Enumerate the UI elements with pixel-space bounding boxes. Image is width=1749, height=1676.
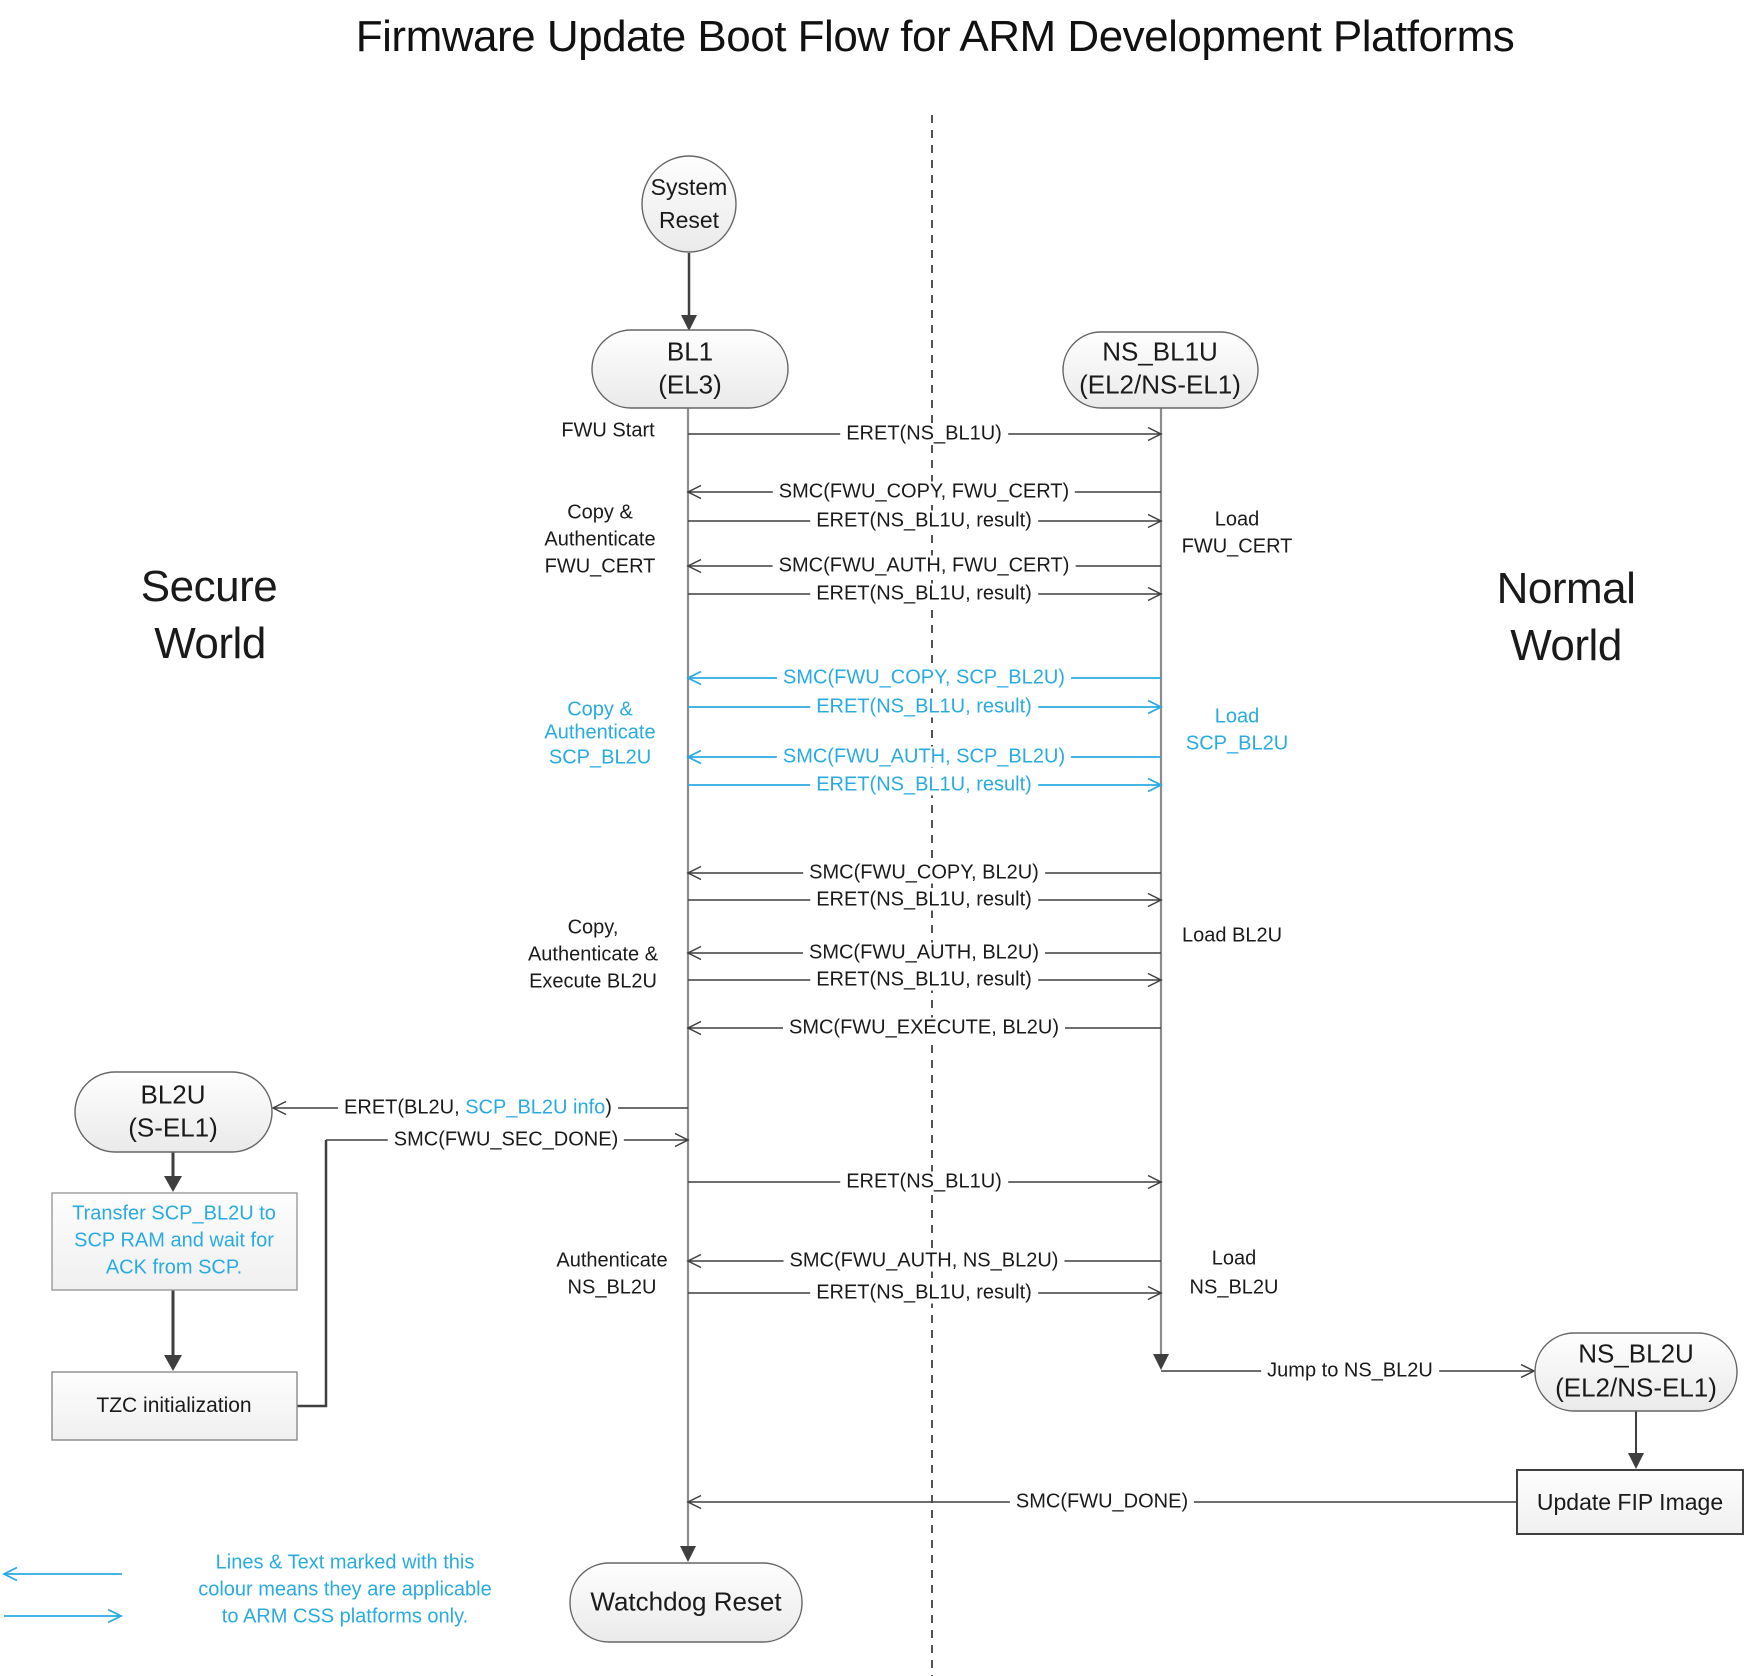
- load-ns-bl2u-line1: Load: [1211, 1247, 1257, 1270]
- ns-bl1u-node: [1062, 331, 1259, 409]
- bl1-label-line1: BL1: [666, 336, 714, 367]
- legend-line3: to ARM CSS platforms only.: [221, 1605, 469, 1628]
- ns-bl1u-label-line1: NS_BL1U: [1102, 336, 1218, 367]
- copy-auth-exec-bl2u-line2: Authenticate &: [527, 943, 659, 966]
- tzc-to-smc-connector: [297, 1140, 328, 1408]
- auth-ns-bl2u-line2: NS_BL2U: [567, 1276, 657, 1299]
- msg-smc-auth-fwu-cert: SMC(FWU_AUTH, FWU_CERT): [772, 555, 1076, 577]
- secure-world-label-line2: World: [154, 618, 266, 668]
- bl1-lifeline-arrowhead: [680, 1546, 696, 1562]
- msg-smc-execute-bl2u: SMC(FWU_EXECUTE, BL2U): [782, 1017, 1066, 1039]
- bl1-node: [591, 329, 789, 409]
- bl2u-to-transfer-arrowhead: [164, 1176, 182, 1192]
- transfer-scp-box: [51, 1192, 298, 1291]
- msg-eret-result-4: ERET(NS_BL1U, result): [810, 774, 1038, 796]
- legend-line1: Lines & Text marked with this: [215, 1551, 475, 1574]
- auth-ns-bl2u-line1: Authenticate: [556, 1249, 668, 1272]
- load-fwu-cert-line1: Load: [1214, 508, 1260, 531]
- copy-auth-fwu-cert-line2: Authenticate: [544, 528, 656, 551]
- normal-world-label-line1: Normal: [1496, 563, 1636, 613]
- load-fwu-cert-line2: FWU_CERT: [1181, 535, 1293, 558]
- msg-eret-result-6: ERET(NS_BL1U, result): [810, 969, 1038, 991]
- msg-smc-sec-done: SMC(FWU_SEC_DONE): [387, 1129, 625, 1151]
- msg-eret-ns-bl1u-2: ERET(NS_BL1U): [840, 1171, 1008, 1193]
- legend-line2: colour means they are applicable: [198, 1578, 492, 1601]
- load-scp-bl2u-line2: SCP_BL2U: [1185, 732, 1289, 755]
- ns-bl2u-node: [1534, 1332, 1738, 1412]
- bl2u-label-line1: BL2U: [140, 1079, 206, 1110]
- copy-auth-exec-bl2u-line3: Execute BL2U: [529, 970, 657, 993]
- copy-auth-exec-bl2u-line1: Copy,: [567, 916, 619, 939]
- bl2u-node: [74, 1071, 273, 1153]
- msg-smc-fwu-done: SMC(FWU_DONE): [1009, 1491, 1195, 1513]
- msg-eret-result-7: ERET(NS_BL1U, result): [810, 1282, 1038, 1304]
- ns-bl1u-label-line2: (EL2/NS-EL1): [1079, 369, 1241, 400]
- msg-smc-auth-ns-bl2u: SMC(FWU_AUTH, NS_BL2U): [783, 1250, 1065, 1272]
- msg-smc-copy-bl2u: SMC(FWU_COPY, BL2U): [803, 862, 1045, 884]
- watchdog-reset-node: [569, 1562, 803, 1643]
- load-bl2u-label: Load BL2U: [1181, 924, 1283, 947]
- secure-world-label-line1: Secure: [140, 561, 278, 611]
- watchdog-reset-label: Watchdog Reset: [590, 1586, 782, 1617]
- msg-smc-copy-scp-bl2u: SMC(FWU_COPY, SCP_BL2U): [777, 667, 1071, 689]
- msg-eret-ns-bl1u-1: ERET(NS_BL1U): [840, 423, 1008, 445]
- load-scp-bl2u-line1: Load: [1214, 705, 1260, 728]
- transfer-scp-label-line2: SCP RAM and wait for: [74, 1229, 274, 1252]
- bl1-label-line2: (EL3): [658, 369, 722, 400]
- msg-eret-bl2u-suffix: ): [605, 1096, 612, 1119]
- transfer-to-tzc-arrowhead: [164, 1355, 182, 1371]
- msg-eret-result-3: ERET(NS_BL1U, result): [810, 696, 1038, 718]
- diagram-title: Firmware Update Boot Flow for ARM Develo…: [355, 11, 1515, 61]
- copy-auth-scp-bl2u-line1: Copy &: [567, 698, 633, 721]
- update-fip-box: [1516, 1469, 1744, 1535]
- tzc-init-label: TZC initialization: [96, 1393, 252, 1417]
- msg-eret-result-5: ERET(NS_BL1U, result): [810, 889, 1038, 911]
- system-reset-node: [641, 155, 737, 253]
- system-reset-label-line2: Reset: [658, 206, 720, 233]
- ns-bl2u-to-update-fip-arrowhead: [1628, 1453, 1644, 1469]
- transfer-scp-label-line1: Transfer SCP_BL2U to: [72, 1202, 276, 1225]
- copy-auth-scp-bl2u-line2: Authenticate: [544, 721, 656, 744]
- bl2u-label-line2: (S-EL1): [128, 1112, 218, 1143]
- copy-auth-scp-bl2u-line3: SCP_BL2U: [548, 746, 652, 769]
- ns-bl2u-label-line2: (EL2/NS-EL1): [1555, 1372, 1717, 1403]
- load-ns-bl2u-line2: NS_BL2U: [1189, 1276, 1279, 1299]
- msg-smc-copy-fwu-cert: SMC(FWU_COPY, FWU_CERT): [772, 481, 1076, 503]
- msg-eret-result-2: ERET(NS_BL1U, result): [810, 583, 1038, 605]
- copy-auth-fwu-cert-line1: Copy &: [567, 501, 633, 524]
- msg-eret-bl2u-scp-info: SCP_BL2U info: [465, 1096, 606, 1119]
- fwu-start-label: FWU Start: [561, 419, 655, 442]
- msg-smc-auth-bl2u: SMC(FWU_AUTH, BL2U): [802, 942, 1046, 964]
- ns-bl1u-lifeline-arrowhead: [1153, 1354, 1169, 1370]
- system-reset-label-line1: System: [650, 173, 728, 200]
- msg-eret-bl2u: ERET(BL2U, SCP_BL2U info): [338, 1096, 618, 1119]
- transfer-scp-label-line3: ACK from SCP.: [105, 1256, 243, 1279]
- normal-world-label-line2: World: [1510, 620, 1622, 670]
- update-fip-label: Update FIP Image: [1536, 1488, 1724, 1515]
- tzc-init-box: [51, 1371, 298, 1441]
- msg-jump-to-ns-bl2u: Jump to NS_BL2U: [1261, 1360, 1439, 1382]
- system-reset-arrowhead: [681, 315, 697, 331]
- msg-smc-auth-scp-bl2u: SMC(FWU_AUTH, SCP_BL2U): [776, 746, 1072, 768]
- msg-eret-bl2u-prefix: ERET(BL2U,: [344, 1096, 466, 1119]
- copy-auth-fwu-cert-line3: FWU_CERT: [544, 555, 656, 578]
- ns-bl2u-label-line1: NS_BL2U: [1578, 1338, 1694, 1369]
- msg-eret-result-1: ERET(NS_BL1U, result): [810, 510, 1038, 532]
